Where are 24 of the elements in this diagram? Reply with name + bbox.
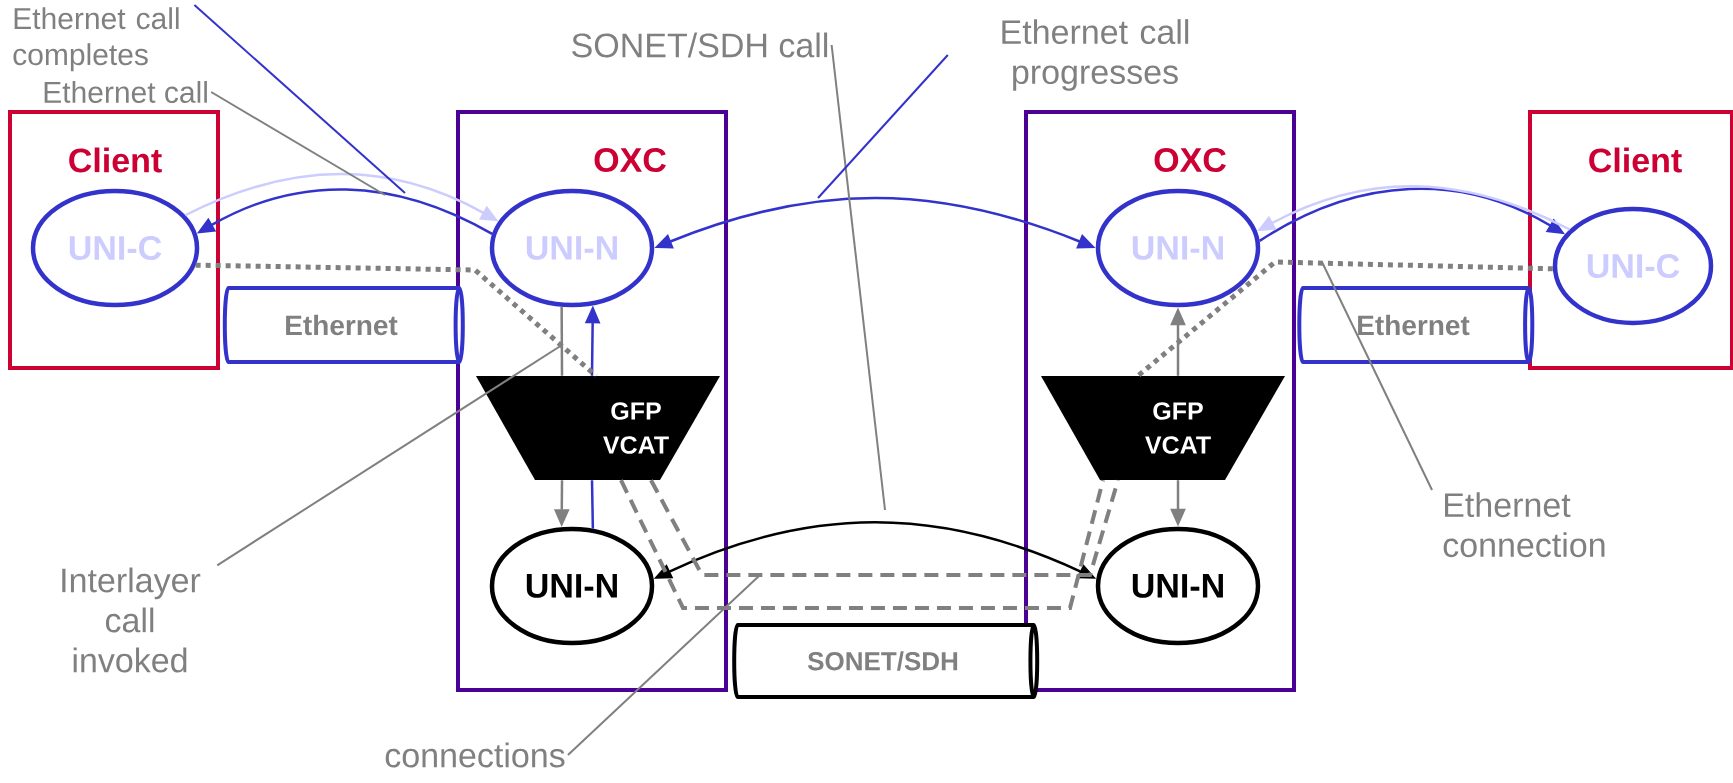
dotted-line [1136, 259, 1553, 378]
cable-cylinder: SONET/SDH [732, 623, 1040, 699]
leader-line [210, 91, 386, 196]
annotation-text: Ethernet call [44, 81, 207, 103]
annotation-text: Interlayer call invoked [62, 567, 201, 673]
leader-line [817, 54, 949, 199]
annotation-text: Ethernet call progresses [1002, 19, 1189, 91]
leader-line [566, 574, 761, 756]
cable-cylinder: Ethernet [222, 286, 465, 364]
cable-cylinder: Ethernet [1297, 286, 1535, 364]
annotation-text: Ethernet call completes [13, 7, 179, 72]
leader-line [1321, 261, 1433, 491]
annotation-text: SONET/SDH call [572, 32, 828, 58]
dashed-line [649, 479, 1120, 577]
annotation-text: connections [385, 742, 565, 768]
trapezoid-block: GFP VCAT [1041, 376, 1285, 480]
dashed-line [619, 479, 1105, 610]
connector-line [590, 480, 595, 529]
trapezoid-block: GFP VCAT [476, 376, 720, 480]
leader-line [216, 344, 563, 567]
connector-line [560, 306, 564, 376]
annotation-text: Ethernet connection [1443, 492, 1605, 558]
leader-line [830, 44, 886, 511]
leader-line [193, 4, 406, 194]
